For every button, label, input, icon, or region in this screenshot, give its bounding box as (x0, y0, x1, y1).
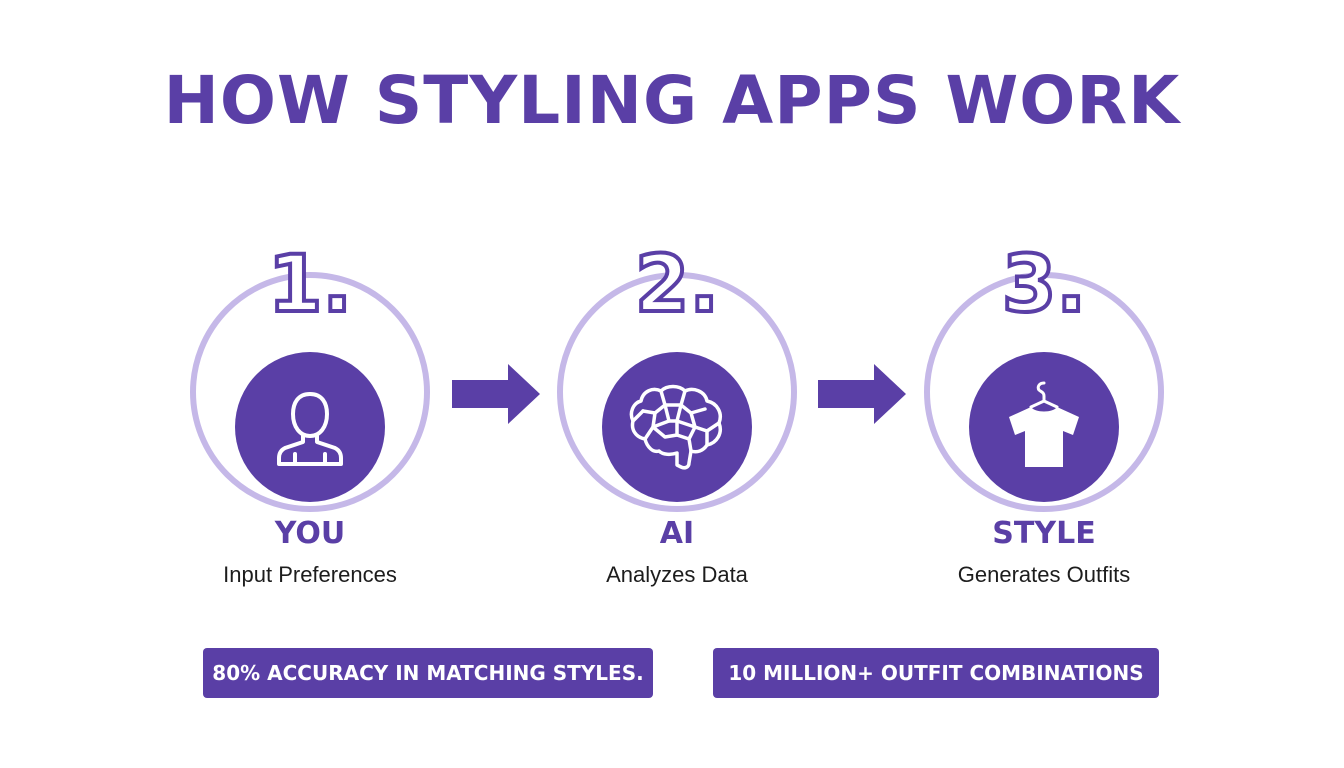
step-number: 1. (266, 238, 354, 332)
person-icon (235, 352, 385, 502)
step-description: Generates Outfits (957, 562, 1131, 587)
step-style: 3. STYLE Generates Outfits (914, 238, 1174, 600)
step-description: Analyzes Data (606, 562, 748, 587)
page-title: HOW STYLING APPS WORK (163, 62, 1181, 139)
step-label: AI (659, 516, 695, 551)
arrow-right-icon (452, 364, 540, 424)
step-ring (924, 272, 1164, 512)
step-ring (190, 272, 430, 512)
brain-icon (602, 352, 752, 502)
step-label: STYLE (992, 516, 1096, 551)
step-you: 1. YOU Input Preferences (180, 238, 440, 600)
stat-badge-combinations: 10 MILLION+ OUTFIT COMBINATIONS (713, 648, 1159, 698)
step-number: 2. (633, 238, 721, 332)
step-description: Input Preferences (223, 562, 397, 587)
step-number: 3. (1000, 238, 1088, 332)
step-label: YOU (274, 516, 346, 551)
stat-badge-accuracy: 80% ACCURACY IN MATCHING STYLES. (203, 648, 653, 698)
step-ai: 2. AI Analyzes Data (547, 238, 807, 600)
tshirt-on-hanger-icon (969, 352, 1119, 502)
arrow-right-icon (818, 364, 906, 424)
step-ring (557, 272, 797, 512)
